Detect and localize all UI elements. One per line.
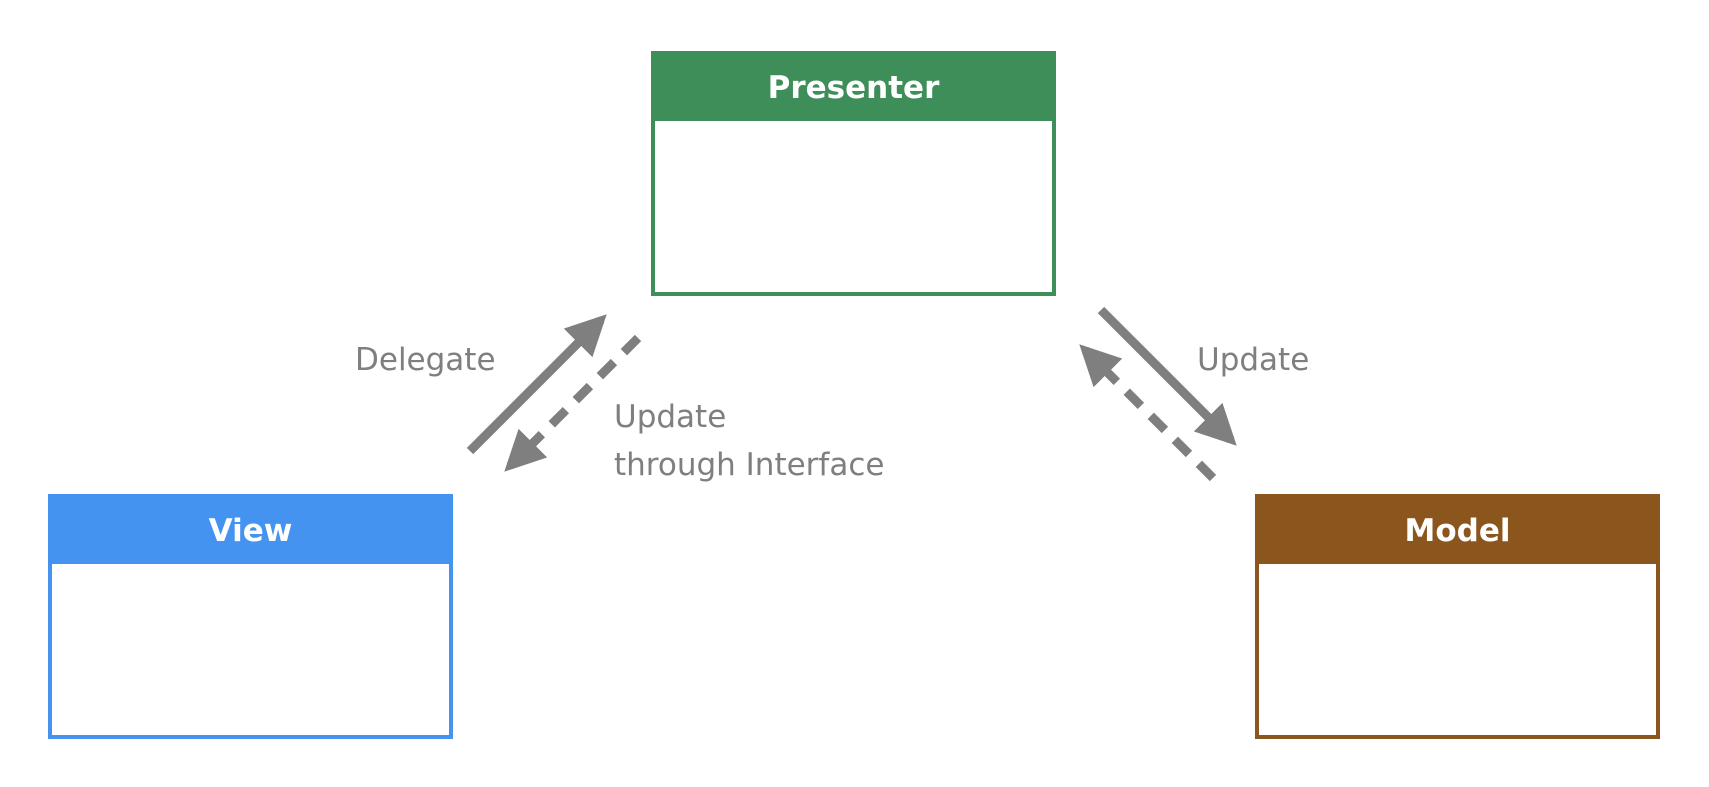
update-through-interface-arrow [504,334,642,472]
update-through-interface-label: Update through Interface [614,393,884,489]
presenter-title: Presenter [767,70,940,106]
model-box: Model [1255,494,1660,739]
model-header: Model [1259,498,1656,564]
view-title: View [208,513,293,549]
presenter-box: Presenter [651,51,1056,296]
view-box: View [48,494,453,739]
update-model-arrow [1097,306,1237,446]
update-model-label: Update [1197,342,1310,378]
update-through-interface-line1: Update [614,399,727,435]
delegate-arrow [466,314,607,455]
model-to-presenter-arrow [1079,344,1217,482]
view-header: View [52,498,449,564]
delegate-label: Delegate [355,342,496,378]
update-through-interface-line2: through Interface [614,447,885,483]
model-title: Model [1404,513,1511,549]
presenter-header: Presenter [655,55,1052,121]
